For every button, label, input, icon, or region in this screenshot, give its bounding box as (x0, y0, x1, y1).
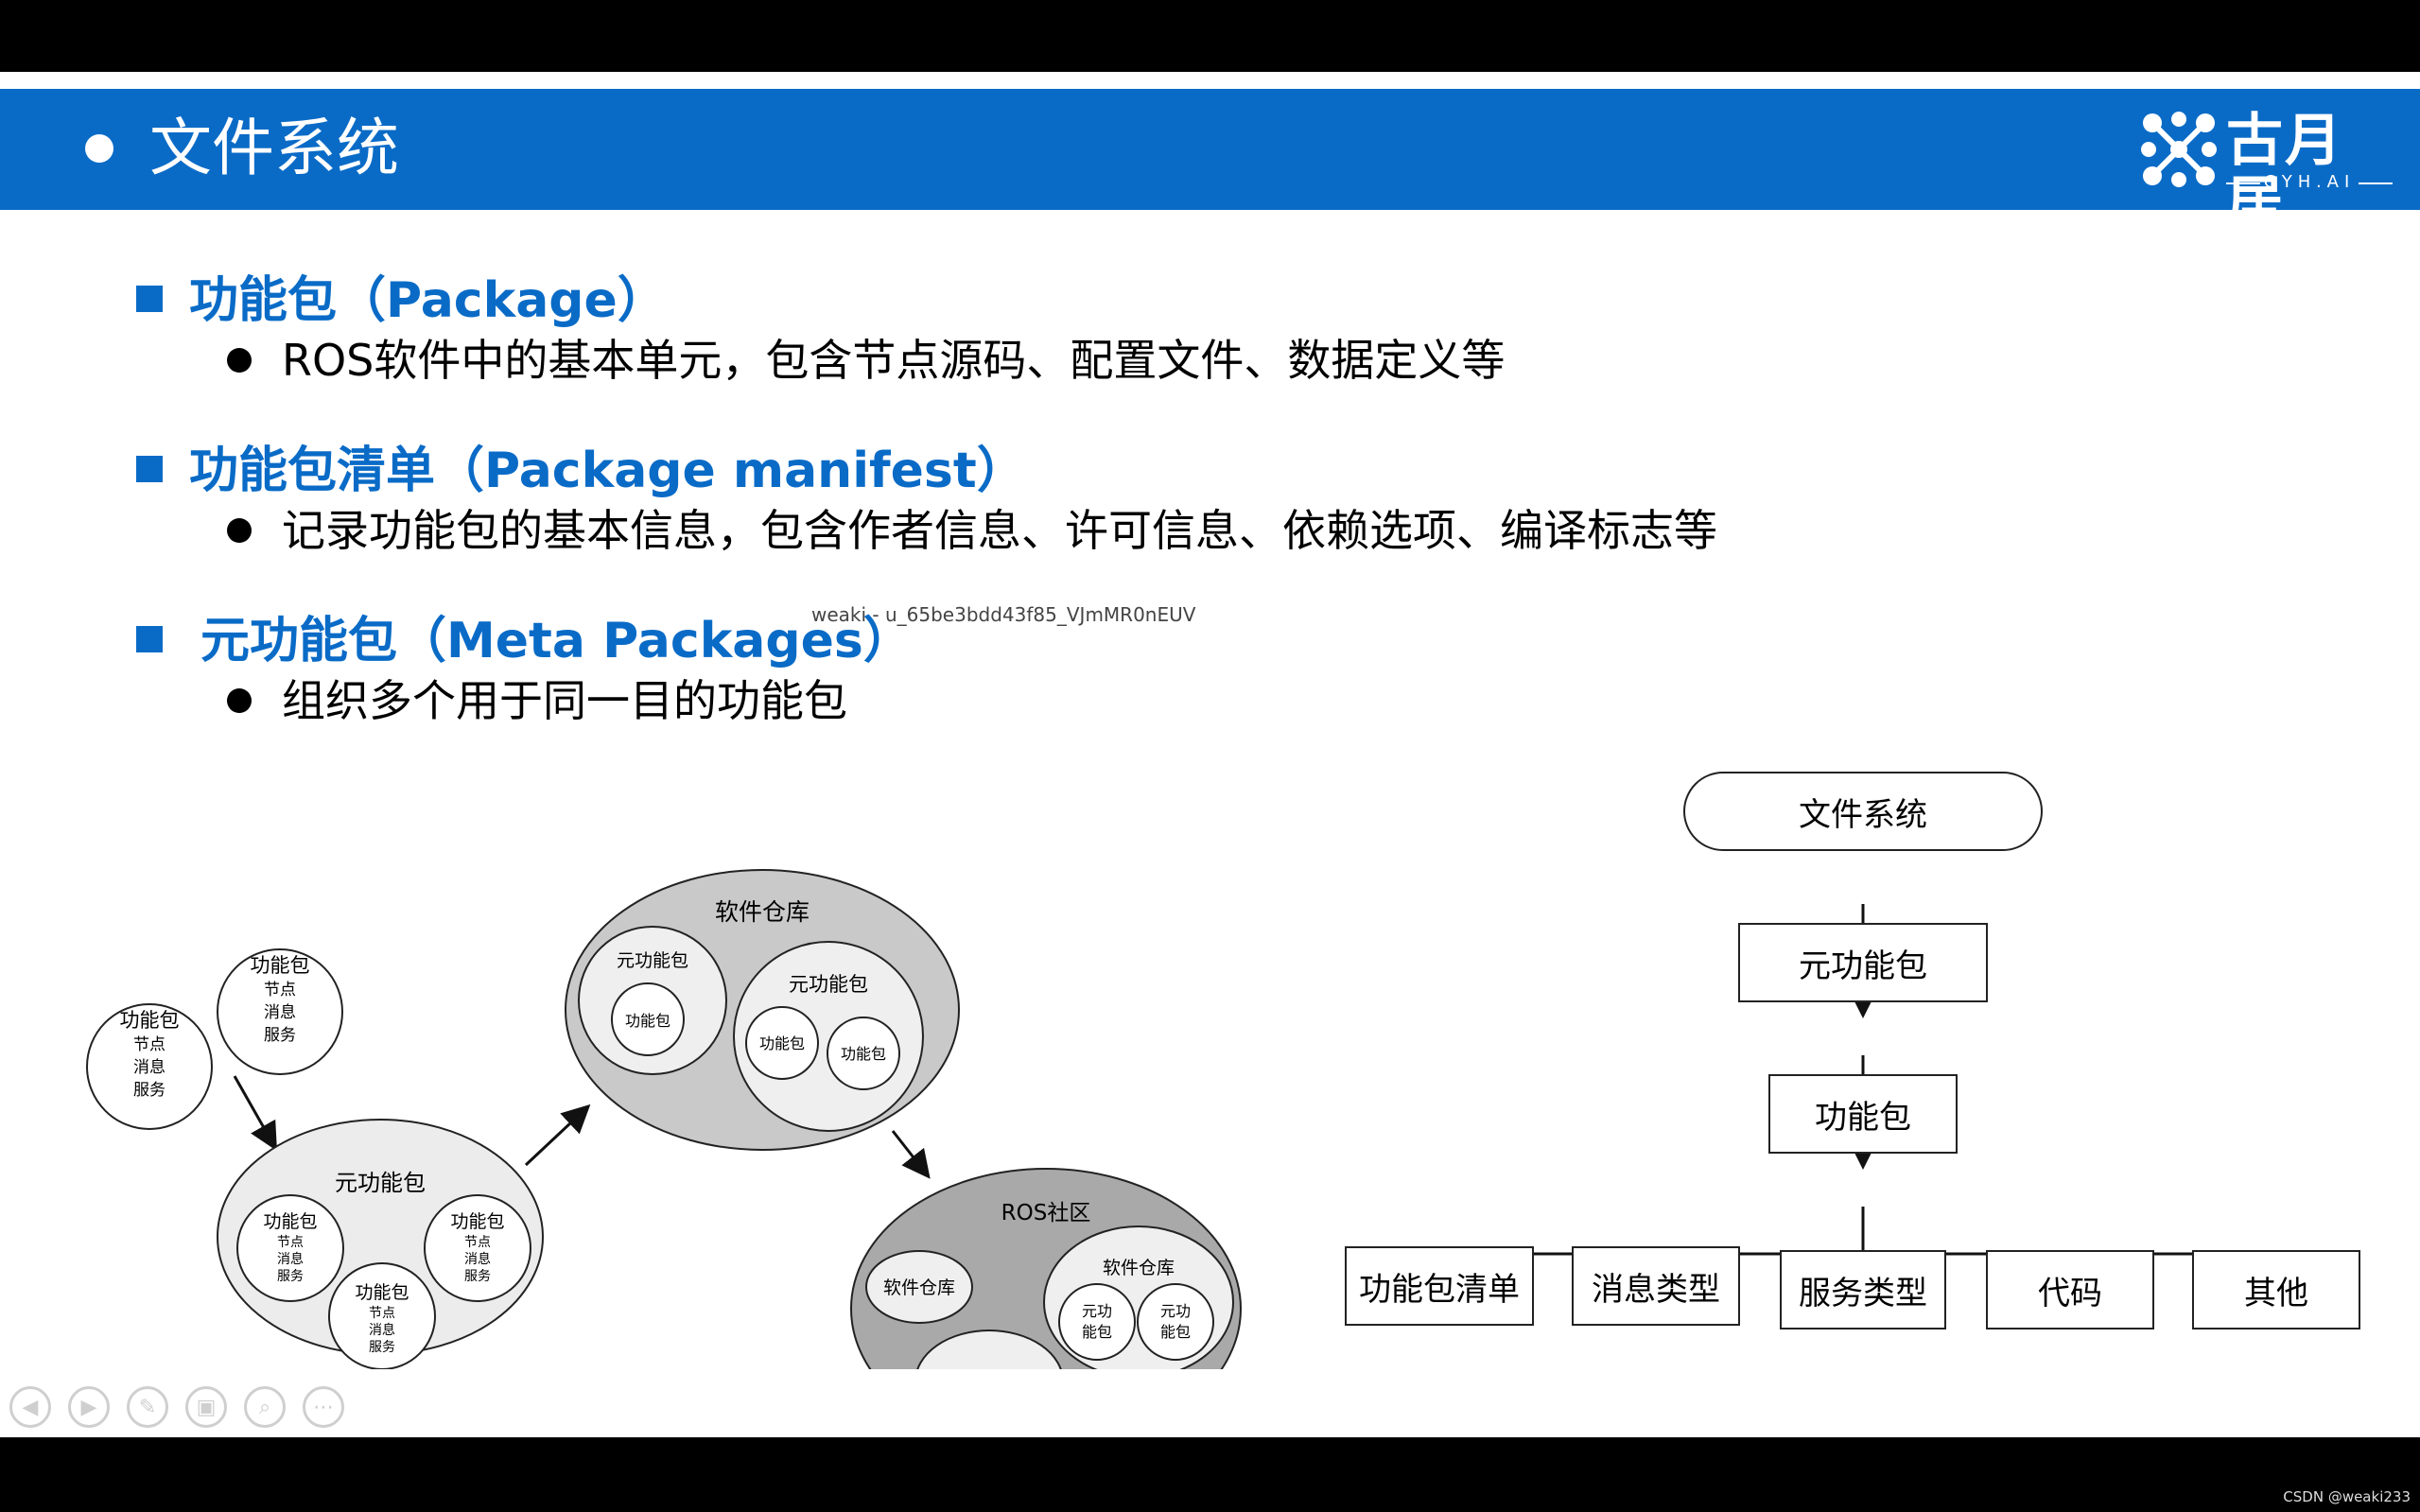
top-black-bar (0, 0, 2420, 72)
meta-package-group: 元功能包 功能包 节点 消息 服务 功能包 节点 消息 服务 功能包 节点 消息… (217, 1119, 544, 1369)
meta-package-short: 能包 (1160, 1323, 1191, 1341)
arrow (524, 1104, 591, 1167)
message-label: 消息 (369, 1322, 395, 1338)
package-bubble: 功能包 节点 消息 服务 (217, 948, 343, 1075)
meta-package-label: 元功能包 (335, 1170, 426, 1196)
flowchart-leaf: 代码 (1986, 1250, 2154, 1330)
section-heading: 元功能包（Meta Packages） (200, 613, 913, 669)
package-label: 功能包 (251, 954, 310, 977)
ros-packaging-illustration: 功能包 节点 消息 服务 功能包 节点 消息 服务 元功能包 功能包 节点 消息… (86, 869, 1242, 1369)
section-bullet-text: 记录功能包的基本信息，包含作者信息、许可信息、依赖选项、编译标志等 (282, 505, 1717, 556)
message-label: 消息 (264, 1003, 296, 1022)
package-label: 功能包 (263, 1211, 317, 1232)
node-label: 节点 (277, 1235, 304, 1250)
package-bubble: 功能包 节点 消息 服务 (86, 1003, 213, 1130)
section-square-icon (136, 626, 163, 652)
message-label: 消息 (133, 1058, 165, 1077)
node-label: 节点 (369, 1306, 395, 1321)
community-group: ROS社区 软件仓库 软件仓库 软件仓库 元功 能包 元功 能包 (850, 1168, 1242, 1369)
logo-divider-left (2226, 182, 2260, 184)
meta-package-short: 能包 (1082, 1323, 1112, 1341)
slides-overview-button[interactable]: ▣ (185, 1386, 227, 1428)
arrow (233, 1075, 277, 1152)
zoom-button[interactable]: ⌕ (244, 1386, 286, 1428)
slide-header: 文件系统 古月居 GYH.AI (0, 89, 2420, 235)
source-credit: CSDN @weaki233 (2283, 1488, 2411, 1505)
section-bullet-text: 组织多个用于同一目的功能包 (282, 675, 847, 726)
brand-logo: 古月居 GYH.AI (2139, 110, 2394, 235)
section-heading: 功能包（Package） (189, 272, 667, 329)
logo-divider-right (2359, 182, 2393, 184)
node-label: 节点 (464, 1235, 491, 1250)
service-label: 服务 (464, 1269, 491, 1284)
repository-label: 软件仓库 (1103, 1258, 1175, 1278)
flowchart-leaf: 服务类型 (1780, 1250, 1946, 1330)
section-heading: 功能包清单（Package manifest） (189, 443, 1026, 499)
message-label: 消息 (464, 1251, 491, 1267)
repository-label: 软件仓库 (883, 1277, 955, 1298)
flowchart-leaf: 消息类型 (1572, 1246, 1740, 1326)
repository-label: 软件仓库 (715, 898, 810, 926)
service-label: 服务 (369, 1340, 395, 1355)
flowchart-root: 文件系统 (1683, 772, 2043, 851)
previous-slide-button[interactable]: ◀ (9, 1386, 51, 1428)
flowchart-leaf: 功能包清单 (1345, 1246, 1534, 1326)
logo-mark-icon (2141, 112, 2217, 187)
community-label: ROS社区 (1001, 1201, 1091, 1225)
flowchart-meta-package: 元功能包 (1738, 923, 1988, 1002)
service-label: 服务 (264, 1026, 296, 1045)
section-square-icon (136, 286, 163, 312)
repository-group: 软件仓库 元功能包 功能包 元功能包 功能包 功能包 (565, 869, 960, 1151)
package-label: 功能包 (120, 1009, 180, 1032)
package-label: 功能包 (759, 1034, 805, 1052)
header-bullet-icon (85, 134, 113, 163)
watermark-text: weaki - u_65be3bdd43f85_VJmMR0nEUV (811, 603, 1196, 626)
bullet-icon (227, 688, 252, 713)
arrow (891, 1130, 931, 1179)
package-label: 功能包 (841, 1045, 886, 1063)
service-label: 服务 (133, 1081, 165, 1100)
section-square-icon (136, 456, 163, 482)
package-label: 功能包 (450, 1211, 504, 1232)
message-label: 消息 (277, 1251, 304, 1267)
flowchart-leaf: 其他 (2192, 1250, 2360, 1330)
slide: 文件系统 古月居 GYH.AI 功能包（Package） ROS软件中的基本单元… (0, 89, 2420, 1437)
meta-package-short: 元功 (1082, 1302, 1112, 1320)
next-slide-button[interactable]: ▶ (68, 1386, 110, 1428)
package-label: 功能包 (625, 1012, 670, 1030)
slide-title: 文件系统 (149, 112, 399, 184)
service-label: 服务 (277, 1269, 304, 1284)
flowchart-package: 功能包 (1768, 1074, 1958, 1154)
section-bullet-text: ROS软件中的基本单元，包含节点源码、配置文件、数据定义等 (282, 335, 1506, 386)
bottom-black-bar (0, 1437, 2420, 1512)
top-white-strip (0, 72, 2420, 89)
package-label: 功能包 (355, 1282, 409, 1303)
meta-package-label: 元功能包 (789, 973, 868, 996)
node-label: 节点 (133, 1035, 165, 1054)
more-options-button[interactable]: ⋯ (303, 1386, 344, 1428)
logo-subtext: GYH.AI (2263, 172, 2356, 192)
meta-package-label: 元功能包 (617, 950, 688, 971)
bullet-icon (227, 518, 252, 543)
bullet-icon (227, 348, 252, 373)
pen-tool-button[interactable]: ✎ (127, 1386, 168, 1428)
meta-package-short: 元功 (1160, 1302, 1191, 1320)
node-label: 节点 (264, 981, 296, 999)
